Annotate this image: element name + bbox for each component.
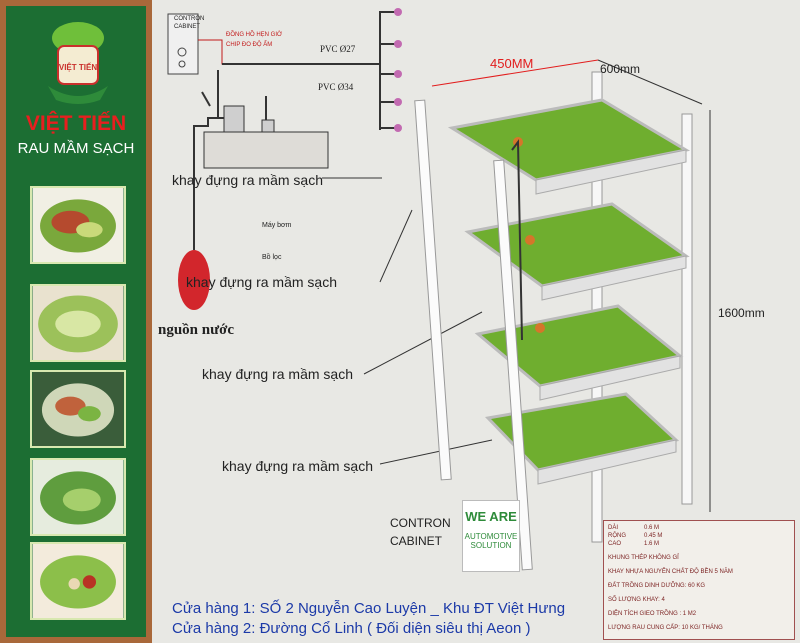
rack-post-front-left — [414, 99, 452, 481]
leader-line — [379, 439, 493, 465]
brand-subtitle: RAU MẦM SẠCH — [17, 140, 135, 157]
dimension-depth-label: 600mm — [600, 62, 641, 76]
tray-label-3: khay đựng ra mầm sạch — [202, 366, 353, 382]
rack-post-back-right — [681, 113, 693, 505]
spec-table: DÀI 0.6 M RỘNG 0.45 M CAO 1.6 M KHUNG TH… — [603, 520, 795, 640]
spec-row-5: DIỆN TÍCH GIEO TRỒNG : 1 M2 — [608, 611, 697, 617]
tray-label-1: khay đựng ra mầm sạch — [172, 172, 323, 188]
pump-body — [223, 105, 245, 133]
sensor-label: CHIP ĐO ĐỘ ẨM — [226, 42, 273, 48]
water-tank — [203, 131, 329, 169]
spec-rong-label: RỘNG — [608, 533, 626, 539]
timer-label: ĐỒNG HỒ HẸN GIỜ — [226, 32, 283, 38]
diagram-area: CONTRON CABINET ĐỒNG HỒ HẸN GIỜ CHIP ĐO … — [152, 0, 800, 643]
sprout-salad-photo-4 — [30, 458, 126, 536]
spec-cao-value: 1.6 M — [644, 541, 660, 547]
filter-body — [261, 119, 275, 133]
sidebar: VIỆT TIẾN VIỆT TIẾN RAU MẦM SẠCH — [0, 0, 152, 643]
water-source — [178, 250, 210, 310]
contron-label-1: CONTRON — [390, 516, 451, 530]
cabinet-label-2: CABINET — [174, 24, 201, 30]
logo-jar — [57, 45, 99, 85]
water-source-label: nguồn nước — [158, 322, 235, 338]
sprout-salad-photo-5 — [30, 542, 126, 620]
spec-row-4: SỐ LƯỢNG KHAY: 4 — [608, 597, 665, 603]
automotive-text: AUTOMOTIVE — [464, 532, 518, 541]
nozzle-set — [380, 8, 402, 132]
spec-dai-label: DÀI — [608, 525, 619, 531]
spec-rong-value: 0.45 M — [644, 533, 663, 539]
filter-label: Bồ lọc — [262, 254, 282, 261]
spec-row-1: KHUNG THÉP KHÔNG GỈ — [608, 555, 679, 561]
store-address-1: Cửa hàng 1: SỐ 2 Nguyễn Cao Luyện _ Khu … — [172, 600, 566, 617]
dimension-height-label: 1600mm — [718, 306, 765, 320]
dimension-width-line — [431, 59, 599, 87]
spec-row-2: KHAY NHỰA NGUYÊN CHẤT ĐỘ BỀN 5 NĂM — [608, 569, 733, 575]
dimension-depth-line — [597, 59, 703, 105]
spec-row-3: ĐẤT TRỒNG DINH DƯỠNG: 60 KG — [608, 583, 706, 589]
tray-label-2: khay đựng ra mầm sạch — [186, 274, 337, 290]
tray-1 — [447, 98, 691, 195]
sprout-salad-photo-1 — [30, 186, 126, 264]
leader-line — [363, 311, 483, 375]
supply-hose — [193, 117, 218, 250]
store-address-2: Cửa hàng 2: Đường Cổ Linh ( Đối diện siê… — [172, 620, 531, 637]
tray-3 — [474, 304, 684, 401]
tray-label-4: khay đựng ra mầm sạch — [222, 458, 373, 474]
pvc34-label: PVC Ø34 — [318, 82, 354, 92]
diagram-drawing — [167, 8, 711, 571]
tray-4 — [484, 392, 680, 485]
cabinet-knob-icon — [178, 60, 186, 68]
pvc27-label: PVC Ø27 — [320, 44, 356, 54]
rack-post-back-left — [591, 71, 603, 543]
spec-dai-value: 0.6 M — [644, 525, 660, 531]
we-are-badge: WE ARE AUTOMOTIVE SOLUTION — [462, 500, 520, 572]
pump-handle — [201, 91, 211, 107]
logo-text: VIỆT TIẾN — [59, 62, 97, 72]
spec-row-6: LƯỢNG RAU CUNG CẤP: 10 KG/ THÁNG — [608, 625, 723, 631]
pump-label: Máy bơm — [262, 222, 292, 229]
contron-label-2: CABINET — [390, 534, 443, 548]
cabinet-knob-icon — [177, 47, 187, 57]
sprout-salad-photo-2 — [30, 284, 126, 362]
sprout-salad-photo-3 — [30, 370, 126, 448]
brand-logo: VIỆT TIẾN — [48, 22, 108, 104]
control-cabinet-box — [167, 13, 199, 75]
spec-cao-label: CAO — [608, 541, 622, 547]
cabinet-label-1: CONTRON — [174, 16, 205, 22]
solution-text: SOLUTION — [470, 541, 512, 550]
tray-2 — [464, 202, 690, 301]
brand-name: VIỆT TIẾN — [25, 112, 127, 135]
sprinkler-icon — [511, 137, 545, 341]
dimension-width-label: 450MM — [490, 56, 534, 71]
leader-line — [379, 209, 413, 283]
we-are-text: WE ARE — [465, 509, 517, 524]
main-pipe — [222, 11, 390, 65]
logo-leaves — [48, 86, 108, 104]
rack-post-front-right — [493, 159, 533, 571]
